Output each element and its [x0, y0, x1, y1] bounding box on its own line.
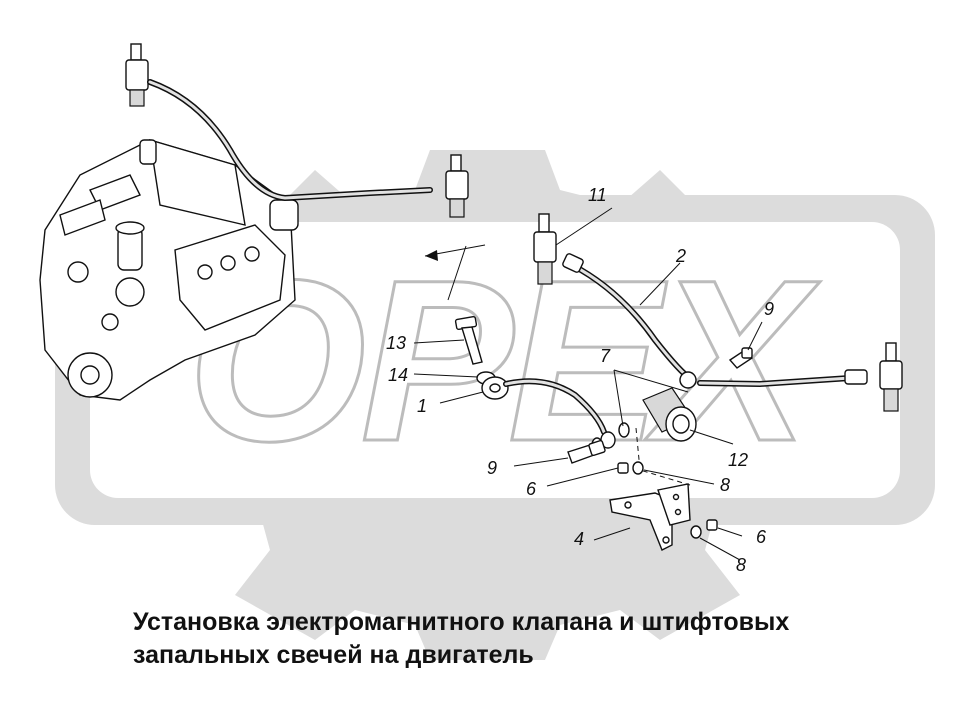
callout-9-lower: 9	[487, 458, 497, 478]
callout-8-lower: 8	[736, 555, 746, 575]
callout-1: 1	[417, 396, 427, 416]
callout-14: 14	[388, 365, 408, 385]
callouts: 1 2 4 6 6 7 8 8 9 9 11 12 13 14	[386, 185, 774, 575]
callout-7: 7	[600, 346, 611, 366]
glow-plug-11	[533, 213, 557, 285]
screw-6-left	[617, 461, 644, 475]
leader-lines	[413, 207, 763, 561]
callout-6-left: 6	[526, 479, 537, 499]
pipe-1	[481, 376, 630, 453]
callout-12: 12	[728, 450, 748, 470]
callout-11: 11	[588, 185, 607, 205]
caption-line-2: запальных свечей на двигатель	[133, 641, 534, 669]
callout-9-upper: 9	[764, 299, 774, 319]
engine-assembly	[39, 139, 299, 401]
direction-arrow	[424, 244, 486, 301]
bolt-9-upper	[728, 347, 754, 369]
callout-13: 13	[386, 333, 406, 353]
callout-2: 2	[675, 246, 686, 266]
bracket-4	[609, 483, 691, 551]
solenoid-valve-12	[642, 387, 697, 442]
caption-line-1: Установка электромагнитного клапана и шт…	[133, 608, 790, 636]
callout-6-right: 6	[756, 527, 767, 547]
figure-caption: Установка электромагнитного клапана и шт…	[133, 606, 789, 672]
callout-4: 4	[574, 529, 584, 549]
screw-6-right	[690, 519, 718, 539]
bolt-13	[454, 315, 483, 365]
glow-plug-top-center	[445, 154, 469, 218]
callout-8-upper: 8	[720, 475, 730, 495]
glow-plug-top-left	[125, 43, 149, 107]
assembly-dashed-line	[635, 427, 691, 486]
bolt-9-lower	[567, 439, 606, 464]
glow-plug-right	[879, 342, 903, 412]
